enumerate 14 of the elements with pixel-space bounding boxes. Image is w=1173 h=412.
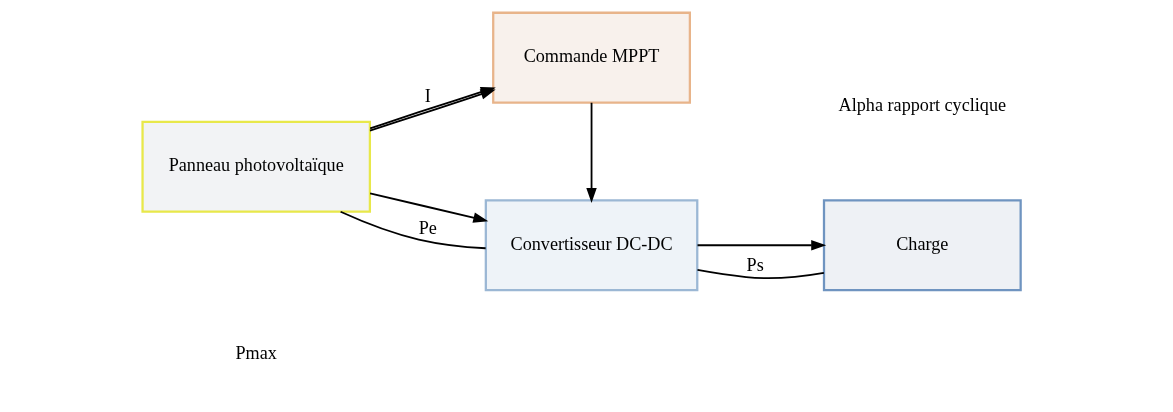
arrow xyxy=(585,101,597,203)
node-box: Panneau photovoltaïque xyxy=(140,120,371,213)
edge-label: Pe xyxy=(418,217,437,238)
connector xyxy=(696,269,825,280)
connector xyxy=(339,210,487,250)
arrow xyxy=(696,239,826,251)
node-box: Charge xyxy=(822,199,1022,292)
edge-label: Ps xyxy=(746,255,764,276)
node-box: Convertisseur DC-DC xyxy=(484,199,698,292)
edge-label: I xyxy=(424,85,431,106)
arrow xyxy=(368,192,488,223)
node-box: Commande MPPT xyxy=(491,11,691,104)
label: Pmax xyxy=(235,342,277,363)
label: Alpha rapport cyclique xyxy=(838,94,1006,115)
